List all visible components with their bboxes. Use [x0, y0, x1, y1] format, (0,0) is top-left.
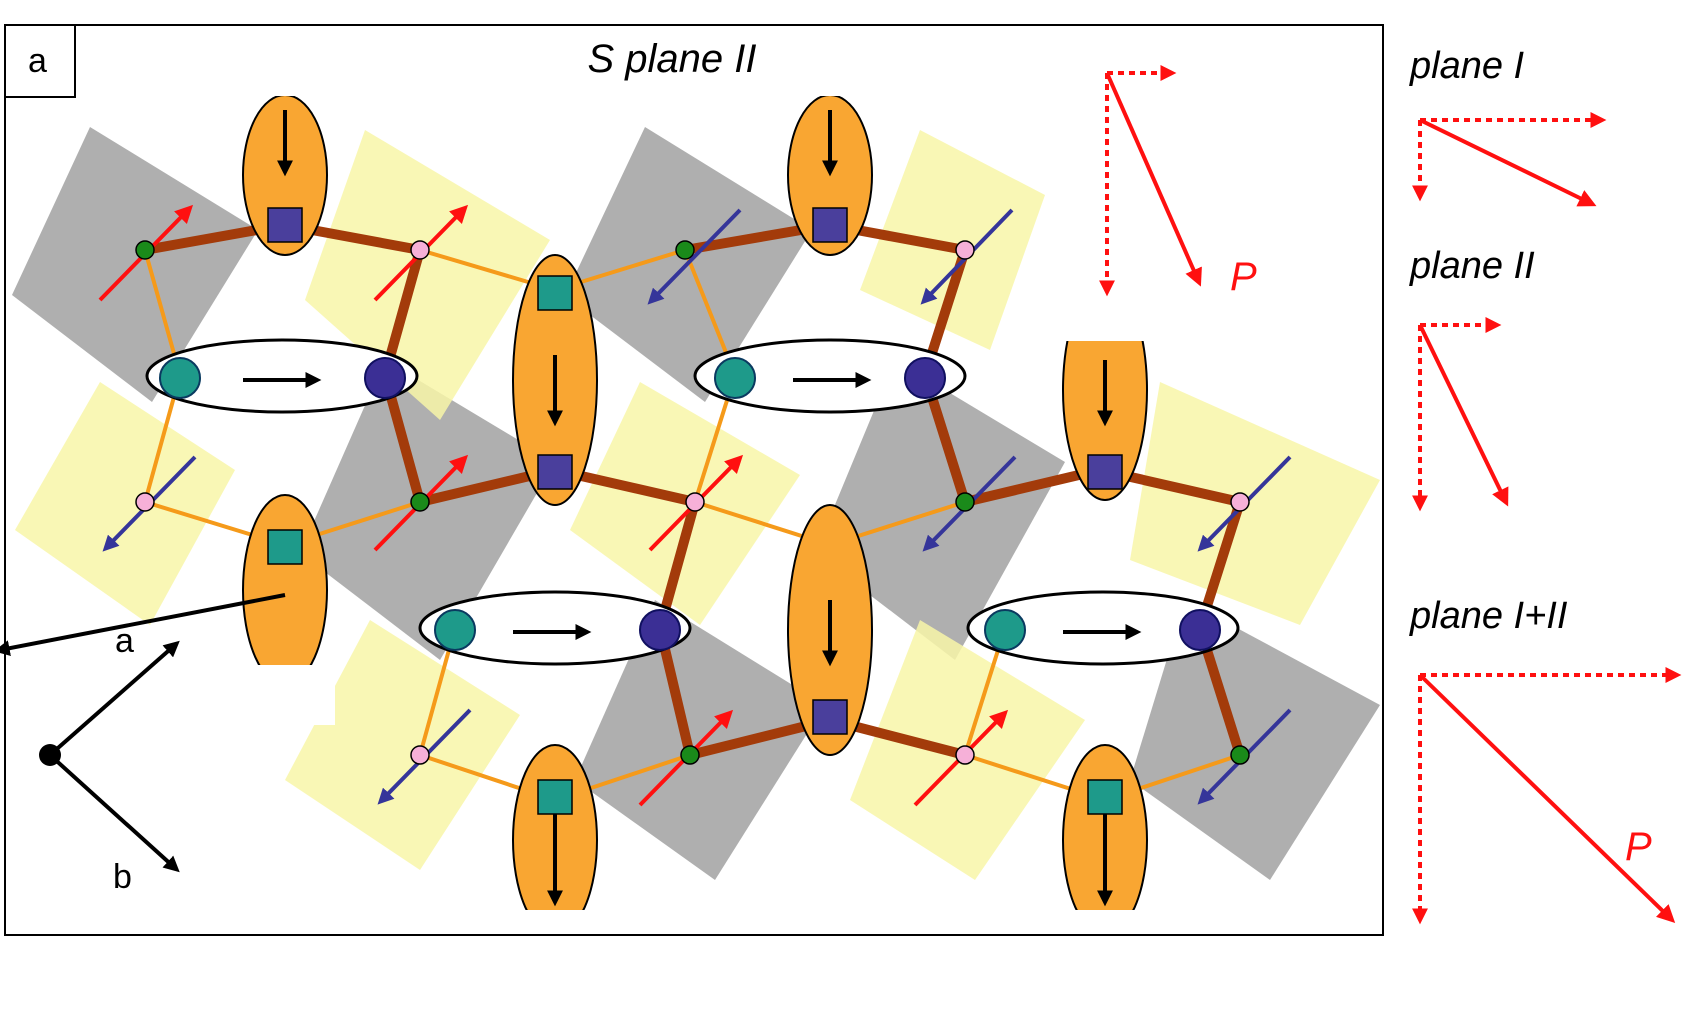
ellipse-clips — [235, 26, 1155, 934]
panel-label-box — [4, 24, 76, 98]
plane-12-label: plane I+II — [1409, 595, 1568, 637]
crystal-axes: a b — [39, 622, 180, 896]
plane-1-label: plane I — [1409, 45, 1525, 87]
axis-a-label: a — [115, 622, 134, 660]
axis-a-arrow — [48, 640, 180, 757]
plane-2-vector — [1412, 317, 1509, 512]
plane-1-vector — [1412, 112, 1607, 207]
main-p-label: P — [1230, 255, 1257, 299]
axis-b-arrow — [48, 753, 180, 873]
plane-12-p-label: P — [1625, 825, 1652, 869]
pink-atoms — [135, 240, 1250, 765]
down-arrows — [0, 110, 1113, 907]
plane-2-label: plane II — [1409, 245, 1535, 287]
plane-12-vector: P — [1412, 667, 1682, 925]
dimer-arrows — [243, 372, 1142, 640]
panel-label: a — [28, 42, 47, 80]
axis-b-label: b — [113, 858, 132, 896]
dimer-ellipses — [145, 338, 1240, 666]
panel-title: S plane II — [587, 37, 756, 81]
dimer-navy-atoms — [364, 357, 1221, 651]
main-polarization-vector: P — [1099, 65, 1257, 299]
navy-squares — [267, 207, 1123, 735]
dimer-teal-atoms — [159, 357, 1026, 651]
teal-squares — [267, 275, 1123, 815]
green-atoms — [135, 240, 1250, 765]
